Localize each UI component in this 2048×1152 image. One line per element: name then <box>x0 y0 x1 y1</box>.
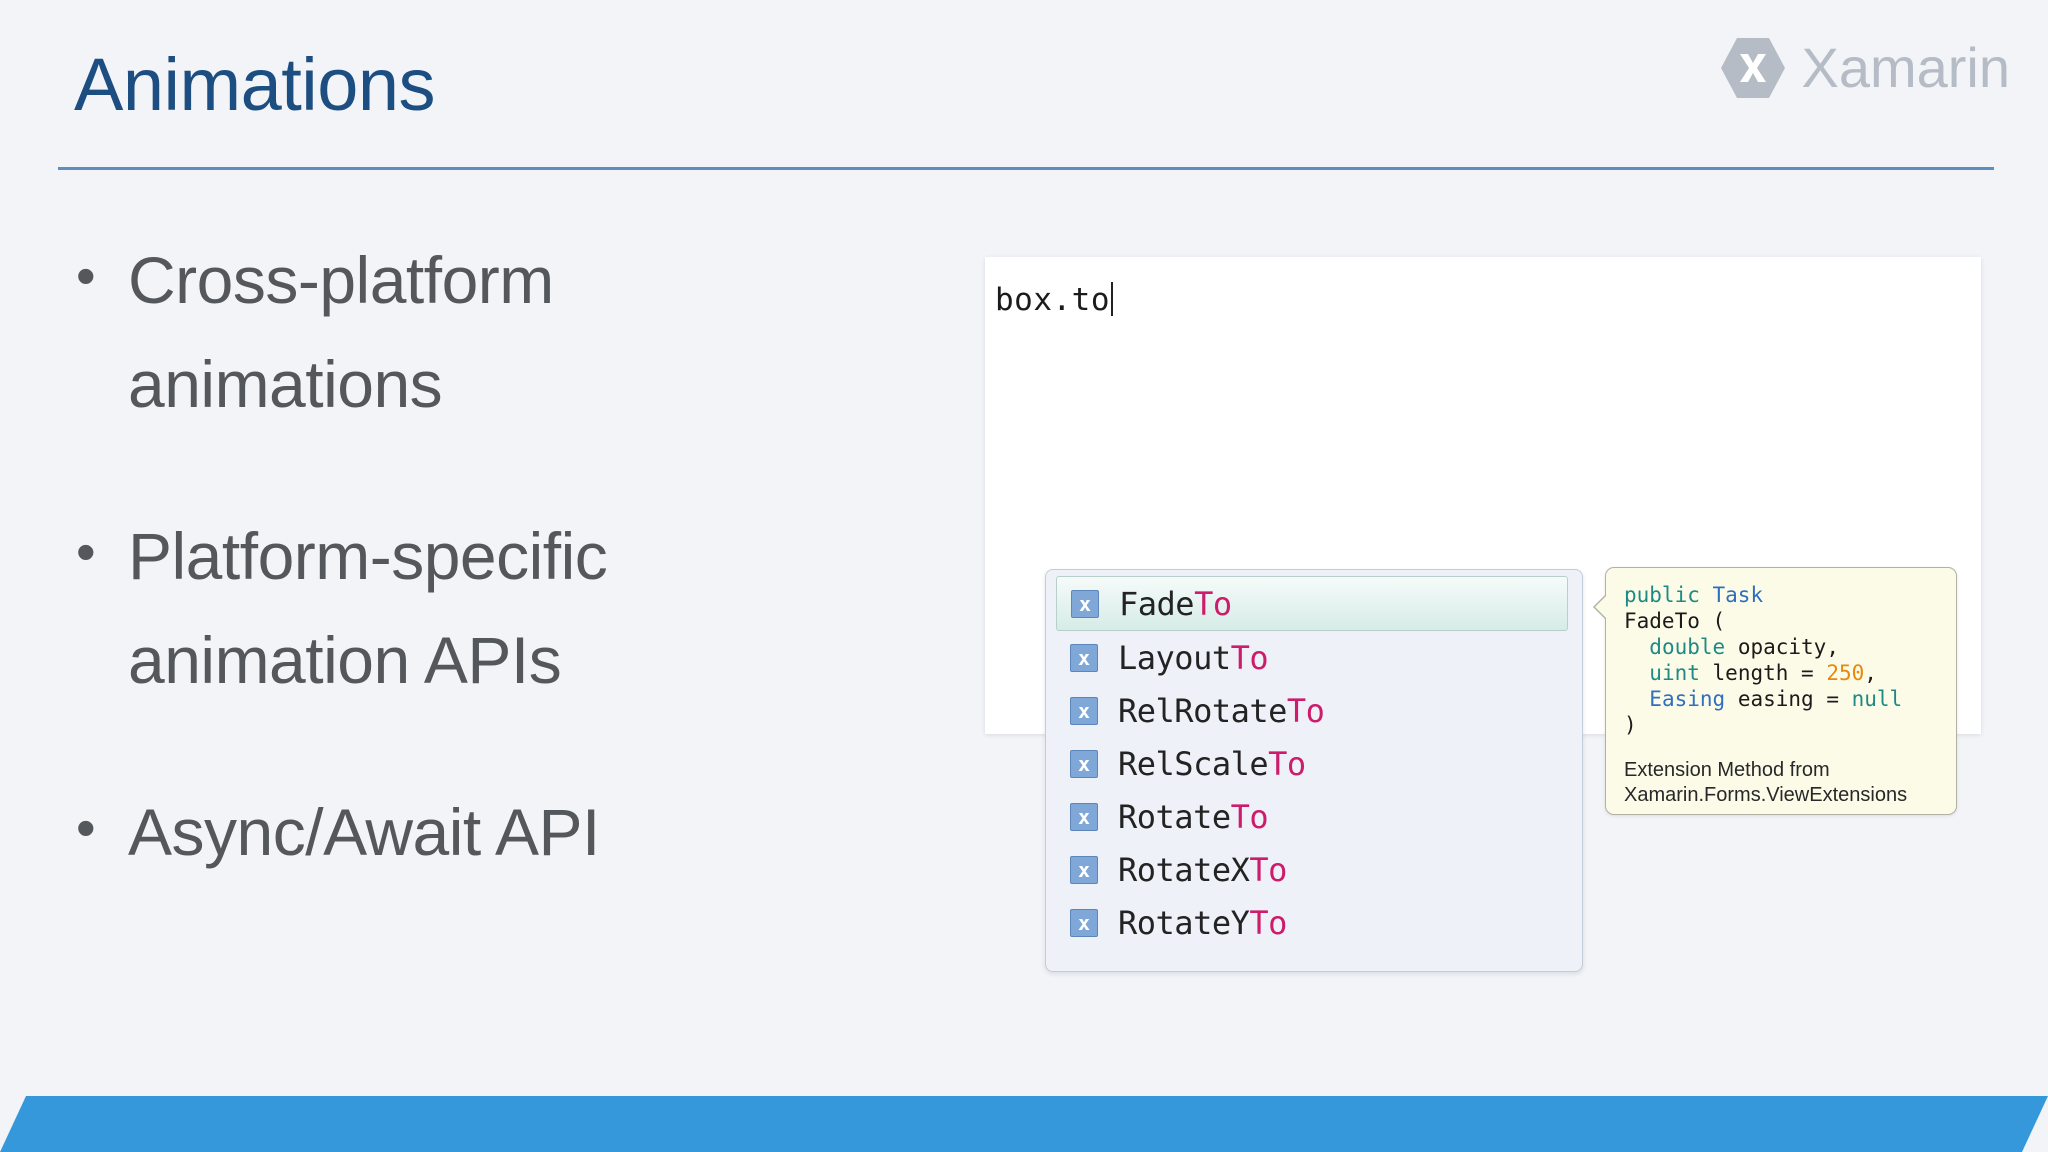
label-prefix: Layout <box>1118 638 1231 677</box>
autocomplete-item-label: RotateXTo <box>1118 851 1287 889</box>
xamarin-wordmark: Xamarin <box>1801 36 2010 99</box>
autocomplete-item-relscaleto[interactable]: x RelScaleTo <box>1052 737 1576 790</box>
xamarin-hexagon-icon <box>1721 38 1786 98</box>
param-type: double <box>1649 635 1726 659</box>
sig-close: ) <box>1624 713 1637 737</box>
method-icon: x <box>1070 643 1098 672</box>
label-prefix: Rotate <box>1118 797 1231 836</box>
list-item: • Platform-specific animation APIs <box>70 504 860 712</box>
tooltip-note-line2: Xamarin.Forms.ViewExtensions <box>1624 784 1908 806</box>
label-match: To <box>1249 850 1287 889</box>
param-trailing: , <box>1826 635 1839 659</box>
autocomplete-item-label: RelRotateTo <box>1118 691 1325 730</box>
autocomplete-item-fadeto[interactable]: x FadeTo <box>1056 576 1568 631</box>
method-signature: public Task FadeTo ( double opacity, uin… <box>1624 583 1903 737</box>
method-icon: x <box>1070 802 1098 831</box>
tooltip-pointer-fill-icon <box>1595 594 1608 620</box>
autocomplete-item-label: LayoutTo <box>1118 638 1269 677</box>
autocomplete-list: x FadeTo x LayoutTo x RelRotateTo x RelS… <box>1052 576 1576 965</box>
param-default: 250 <box>1826 661 1865 685</box>
autocomplete-item-label: RelScaleTo <box>1118 745 1306 783</box>
method-icon: x <box>1070 696 1098 725</box>
label-prefix: RotateY <box>1118 903 1250 942</box>
method-icon: x <box>1071 589 1099 618</box>
method-icon: x <box>1070 749 1098 778</box>
label-prefix: Fade <box>1119 584 1195 623</box>
param-name: length <box>1712 661 1789 685</box>
bullet-marker-icon: • <box>76 520 96 583</box>
tooltip-note-line1: Extension Method from <box>1624 759 1830 781</box>
autocomplete-item-label: FadeTo <box>1119 585 1232 623</box>
param-name: easing <box>1737 687 1814 711</box>
page-title: Animations <box>74 43 436 126</box>
bullet-text: Cross-platform animations <box>128 243 554 421</box>
text-caret <box>1110 282 1113 316</box>
bottom-accent-bar <box>0 1096 2048 1152</box>
sig-modifier: public <box>1624 583 1700 607</box>
autocomplete-item-label: RotateTo <box>1118 797 1269 836</box>
label-match: To <box>1230 638 1269 677</box>
bullet-text: Async/Await API <box>128 795 600 869</box>
autocomplete-item-rotatexto[interactable]: x RotateXTo <box>1052 843 1576 896</box>
bullet-marker-icon: • <box>76 244 96 307</box>
bullet-marker-icon: • <box>76 796 96 859</box>
autocomplete-item-rotateyto[interactable]: x RotateYTo <box>1052 896 1576 949</box>
label-prefix: RotateX <box>1118 850 1250 889</box>
label-match: To <box>1194 584 1232 623</box>
list-item: • Async/Await API <box>70 780 860 884</box>
bullet-list: • Cross-platform animations • Platform-s… <box>70 228 860 952</box>
label-match: To <box>1230 797 1269 836</box>
autocomplete-item-relrotateto[interactable]: x RelRotateTo <box>1052 684 1576 737</box>
label-match: To <box>1249 903 1287 942</box>
list-item: • Cross-platform animations <box>70 228 860 436</box>
title-divider <box>58 167 1994 170</box>
editor-code-line: box.to <box>995 282 1113 318</box>
label-match: To <box>1268 744 1306 783</box>
param-trailing: , <box>1864 661 1877 685</box>
autocomplete-item-layoutto[interactable]: x LayoutTo <box>1052 631 1576 684</box>
label-prefix: RelScale <box>1118 744 1269 783</box>
autocomplete-popup[interactable]: x FadeTo x LayoutTo x RelRotateTo x RelS… <box>1045 569 1583 972</box>
label-prefix: RelRotate <box>1118 691 1287 730</box>
autocomplete-item-rotateto[interactable]: x RotateTo <box>1052 790 1576 843</box>
xamarin-logo: Xamarin <box>1719 34 2010 102</box>
param-default: null <box>1851 687 1903 711</box>
editor-code-text: box.to <box>995 282 1110 318</box>
ide-screenshot-panel: box.to x FadeTo x LayoutTo x RelRotateTo… <box>985 257 1981 972</box>
sig-method-open: FadeTo ( <box>1624 609 1726 633</box>
autocomplete-item-label: RotateYTo <box>1118 904 1287 942</box>
signature-tooltip: public Task FadeTo ( double opacity, uin… <box>1593 567 1957 815</box>
method-icon: x <box>1070 855 1098 884</box>
param-name: opacity <box>1737 635 1827 659</box>
sig-return-type: Task <box>1712 583 1764 607</box>
label-match: To <box>1286 691 1325 730</box>
method-icon: x <box>1070 908 1098 937</box>
tooltip-note: Extension Method from Xamarin.Forms.View… <box>1624 758 1940 808</box>
param-type: uint <box>1649 661 1700 685</box>
param-type: Easing <box>1649 687 1726 711</box>
bullet-text: Platform-specific animation APIs <box>128 519 608 697</box>
